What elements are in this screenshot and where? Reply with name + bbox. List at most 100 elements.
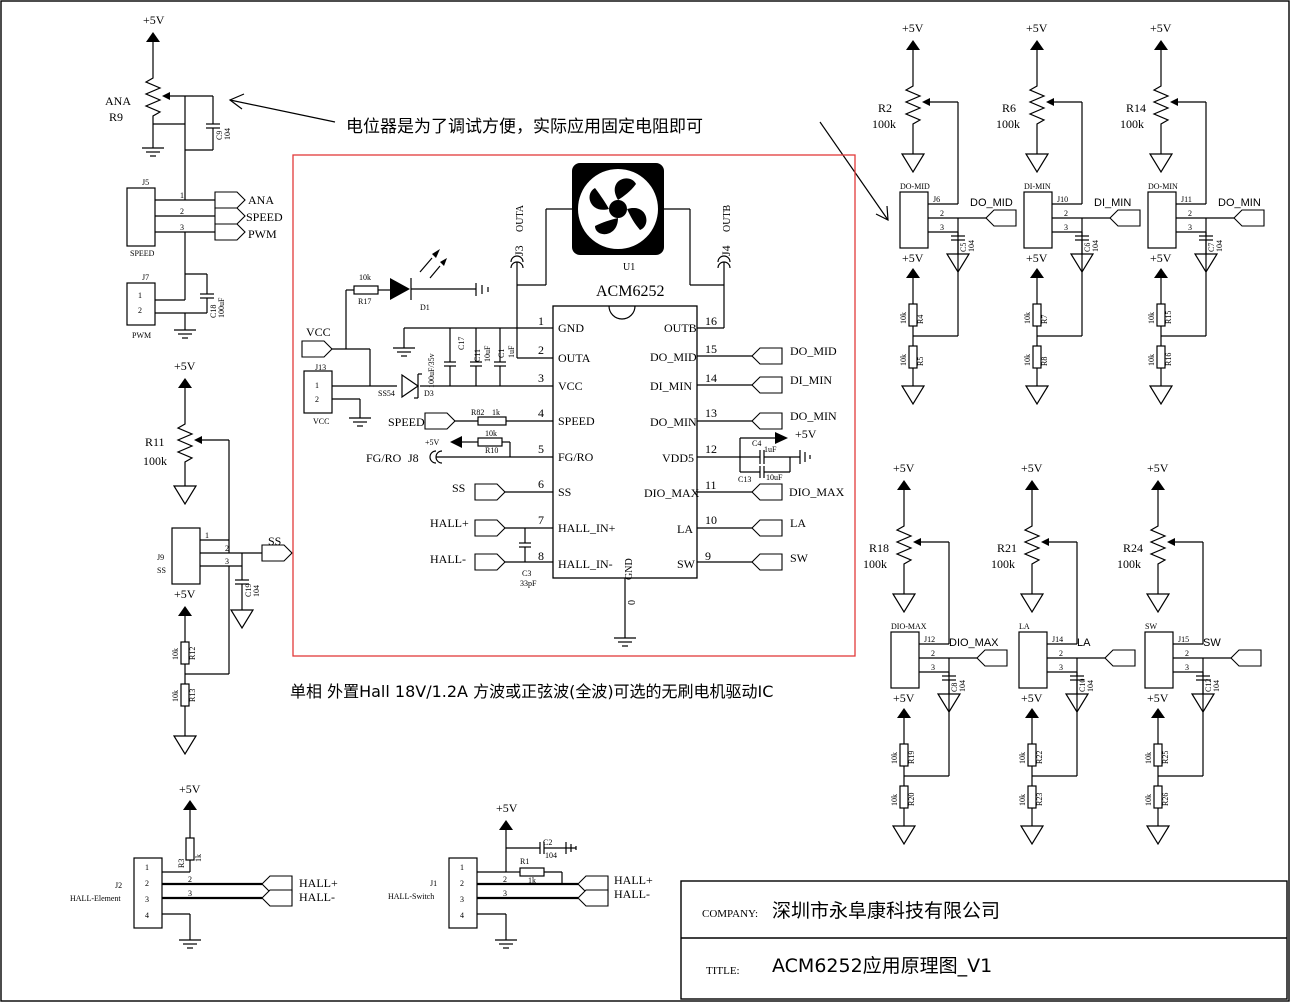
channel-res-value: 10k: [1023, 312, 1032, 324]
r1-value: 1k: [528, 876, 536, 885]
net-halln-ic: HALL-: [430, 552, 466, 566]
channel-connector-name: SW: [1145, 622, 1157, 631]
company-label: COMPANY:: [702, 908, 758, 920]
net-di-min-ic: DI_MIN: [790, 373, 832, 387]
svg-text:DO_MIN: DO_MIN: [650, 415, 697, 429]
channel-pot-value: 100k: [872, 117, 896, 131]
channel-connector-name: DO-MIN: [1148, 182, 1178, 191]
svg-text:2: 2: [460, 879, 464, 888]
svg-text:15: 15: [705, 342, 717, 356]
channel-vcc5-label: +5V: [1147, 691, 1169, 705]
c18-label: C18: [209, 305, 218, 318]
ic-pin-5: 5 FG/RO: [436, 442, 594, 464]
channel-cap-value: 104: [967, 240, 976, 252]
j11-connector: [1147, 191, 1177, 249]
channel-vcc5-label: +5V: [1150, 21, 1172, 35]
channel-connector-label: J14: [1052, 635, 1063, 644]
svg-text:5: 5: [538, 442, 544, 456]
svg-text:+5V: +5V: [179, 782, 201, 796]
svg-text:DI_MIN: DI_MIN: [650, 379, 692, 393]
channel-res-value: 10k: [890, 794, 899, 806]
ana-speed-section: +5V ANA R9 C9 104 J5 SPEED 1 2 3 ANA SPE…: [105, 13, 283, 340]
svg-text:16: 16: [705, 314, 717, 328]
c19-value: 104: [252, 585, 261, 597]
c11-value: 10uF: [483, 345, 492, 362]
svg-text:11: 11: [705, 478, 717, 492]
channel-vcc5-label: +5V: [1021, 461, 1043, 475]
net-do-min-ic: DO_MIN: [790, 409, 837, 423]
svg-text:SS: SS: [558, 485, 571, 499]
j3-label: J3: [512, 245, 526, 256]
j6-connector: [899, 191, 929, 249]
channel-res-value: 10k: [899, 312, 908, 324]
company-name: 深圳市永阜康科技有限公司: [772, 900, 1000, 922]
ic-body: [552, 305, 698, 579]
channel-res-label: R20: [907, 793, 916, 806]
channel-res-label: R16: [1164, 353, 1173, 366]
channel-connector-name: DIO-MAX: [891, 622, 927, 631]
svg-text:1: 1: [145, 863, 149, 872]
svg-text:8: 8: [538, 549, 544, 563]
net-do-mid-ic: DO_MID: [790, 344, 837, 358]
channel-cap-label: C12: [1204, 679, 1213, 692]
net-ana: ANA: [248, 193, 274, 207]
channel-connector-label: J11: [1181, 195, 1192, 204]
ic-section: U1 J3 OUTA J4 OUTB ACM6252 GND 0 1: [301, 163, 845, 647]
d3-name: SS54: [378, 389, 395, 398]
c4-value: 1uF: [764, 445, 777, 454]
svg-text:2: 2: [188, 875, 192, 884]
svg-text:2: 2: [225, 544, 229, 553]
channel-connector-name: DI-MIN: [1024, 182, 1051, 191]
channel-net-label: LA: [1077, 637, 1091, 649]
ic-pin0: 0: [625, 600, 636, 605]
svg-text:3: 3: [1064, 223, 1068, 232]
svg-text:3: 3: [1059, 663, 1063, 672]
ic-gnd-pin: GND: [624, 558, 635, 580]
j9-name: SS: [157, 566, 166, 575]
r10-label: R10: [485, 446, 498, 455]
svg-text:2: 2: [315, 395, 319, 404]
svg-text:2: 2: [940, 209, 944, 218]
r3-value: 1k: [194, 854, 203, 862]
svg-text:2: 2: [503, 875, 507, 884]
svg-text:DIO_MAX: DIO_MAX: [644, 486, 700, 500]
svg-text:3: 3: [503, 889, 507, 898]
j1-label: J1: [430, 879, 437, 888]
channel-res-value: 10k: [1023, 354, 1032, 366]
ic-pin-11: 11 DIO_MAX: [644, 478, 752, 500]
channel-res-value: 10k: [890, 752, 899, 764]
r3-label: R3: [177, 859, 186, 868]
svg-text:DO_MID: DO_MID: [650, 350, 697, 364]
svg-text:3: 3: [1185, 663, 1189, 672]
channel-vcc5-label: +5V: [1147, 461, 1169, 475]
channel-cap-value: 104: [958, 680, 967, 692]
c2-value: 104: [545, 851, 557, 860]
j9-label: J9: [157, 553, 164, 562]
svg-text:7: 7: [538, 513, 544, 527]
j2-name: HALL-Element: [70, 894, 121, 903]
svg-text:FG/RO: FG/RO: [558, 450, 594, 464]
channel-cap-value: 104: [1212, 680, 1221, 692]
svg-text:1: 1: [315, 381, 319, 390]
r17-value: 10k: [359, 273, 371, 282]
svg-text:SW: SW: [677, 557, 696, 571]
svg-text:3: 3: [180, 223, 184, 232]
d3-label: D3: [424, 389, 434, 398]
channel-cap-label: C7: [1207, 243, 1216, 252]
svg-text:1: 1: [205, 531, 209, 540]
j10-connector: [1023, 191, 1053, 249]
svg-text:+5V: +5V: [795, 427, 817, 441]
j4-label: J4: [719, 245, 733, 256]
j1-name: HALL-Switch: [388, 892, 434, 901]
svg-text:3: 3: [460, 895, 464, 904]
ic-pin-3: 3 VCC: [420, 371, 583, 393]
svg-text:HALL_IN-: HALL_IN-: [558, 557, 613, 571]
svg-text:10: 10: [705, 513, 717, 527]
j9-connector: [171, 527, 201, 585]
svg-text:2: 2: [180, 207, 184, 216]
